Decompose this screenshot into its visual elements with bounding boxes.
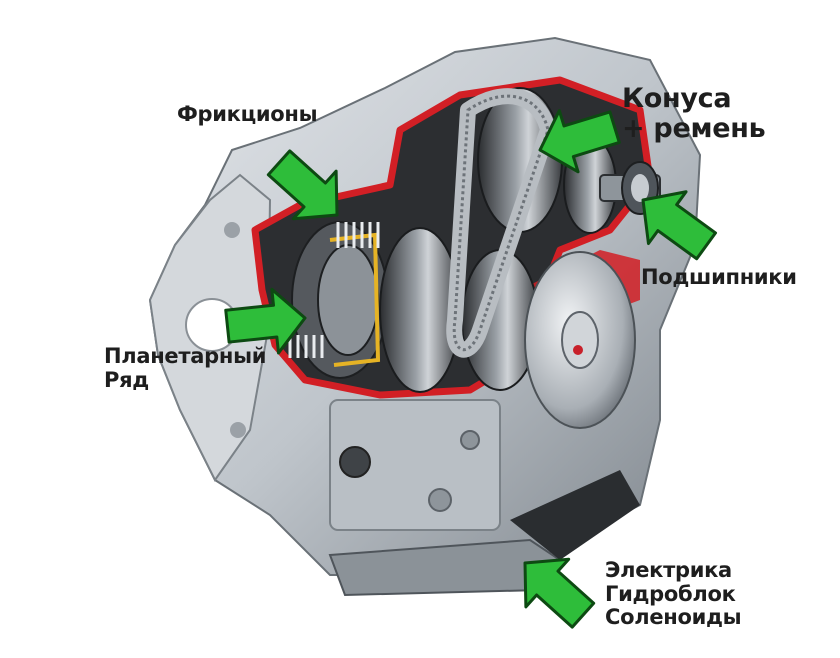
label-clutches-text: Фрикционы [177, 102, 318, 126]
pulleys-and-belt [379, 87, 661, 429]
arrow-icon [538, 109, 621, 174]
arrow-bearings [641, 190, 718, 261]
label-bearings-text: Подшипники [641, 265, 797, 289]
planetary-and-clutches [288, 221, 389, 379]
label-electrics-line3: Соленоиды [605, 605, 742, 630]
label-cones-line1: Конуса [622, 83, 732, 114]
label-cones-line2: + ремень [622, 113, 766, 145]
label-clutches: Фрикционы [177, 102, 318, 127]
arrow-icon [641, 190, 718, 261]
label-electrics-line1: Электрика [605, 558, 732, 582]
arrow-icon [266, 149, 339, 221]
label-planetary-line1: Планетарный [104, 344, 267, 368]
arrow-icon [523, 557, 596, 629]
label-electrics-line2: Гидроблок [605, 581, 736, 606]
arrow-electrics [523, 557, 596, 629]
arrow-cones [538, 109, 621, 174]
label-cones-belt: Конуса + ремень [622, 83, 766, 145]
arrow-planetary [224, 287, 307, 355]
arrow-icon [224, 287, 307, 355]
label-planetary-line2: Ряд [104, 367, 149, 392]
label-electrics: Электрика Гидроблок Соленоиды [605, 558, 742, 630]
label-planetary: Планетарный Ряд [104, 344, 267, 392]
label-bearings: Подшипники [641, 265, 797, 290]
arrow-clutches [266, 149, 339, 221]
